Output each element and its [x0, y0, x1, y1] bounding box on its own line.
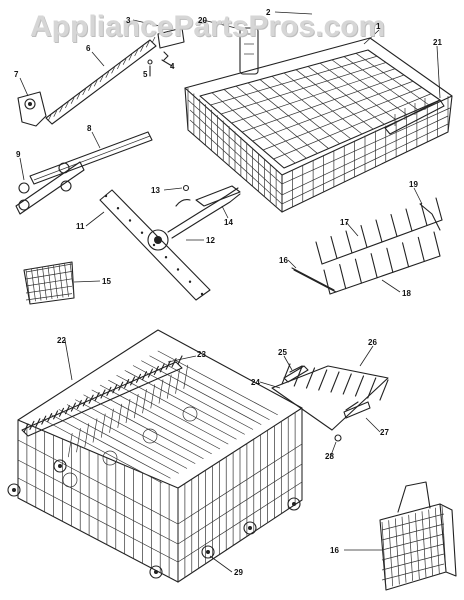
rack-handle-part [239, 27, 259, 75]
lower-tine-row [21, 355, 183, 437]
lower-rack-wheels [7, 459, 301, 579]
callout-4: 4 [170, 62, 175, 71]
callout-14: 14 [224, 218, 233, 227]
callout-1: 1 [376, 22, 381, 31]
callout-3: 3 [126, 16, 131, 25]
callout-leaders [19, 11, 441, 573]
long-tine-strip [45, 36, 157, 125]
small-item-basket [23, 261, 75, 305]
callout-9: 9 [16, 150, 21, 159]
callout-25: 25 [278, 348, 287, 357]
callout-20: 20 [198, 16, 207, 25]
spray-arm-tube [182, 184, 241, 207]
callout-18: 18 [402, 289, 411, 298]
insert-clips [283, 365, 371, 442]
callout-8: 8 [87, 124, 92, 133]
upper-rack-tines [210, 53, 432, 164]
upper-spray-arm [99, 187, 241, 301]
fold-down-tine-row [384, 98, 445, 135]
callout-16-lower: 16 [330, 546, 339, 555]
callout-22: 22 [57, 336, 66, 345]
rack-rail [29, 131, 153, 185]
callout-2: 2 [266, 8, 271, 17]
callout-7: 7 [14, 70, 19, 79]
callout-21: 21 [433, 38, 442, 47]
callout-26: 26 [368, 338, 377, 347]
callout-29: 29 [234, 568, 243, 577]
rack-clip-part [147, 27, 185, 77]
callout-24: 24 [251, 378, 260, 387]
silverware-basket [379, 481, 457, 591]
folding-tine-rows [315, 197, 443, 295]
upper-rack [184, 37, 453, 213]
callout-15: 15 [102, 277, 111, 286]
callout-13: 13 [151, 186, 160, 195]
callout-27: 27 [380, 428, 389, 437]
callout-5: 5 [143, 70, 148, 79]
callout-19: 19 [409, 180, 418, 189]
callout-12: 12 [206, 236, 215, 245]
lower-tine-insert [271, 363, 389, 431]
callout-6: 6 [86, 44, 91, 53]
rack-adjuster-rail [15, 161, 85, 215]
callout-17: 17 [340, 218, 349, 227]
callout-11: 11 [76, 222, 85, 231]
callout-23: 23 [197, 350, 206, 359]
callout-28: 28 [325, 452, 334, 461]
rack-wheel-bracket [17, 91, 47, 127]
lower-rack [17, 329, 303, 583]
callout-16-upper: 16 [279, 256, 288, 265]
